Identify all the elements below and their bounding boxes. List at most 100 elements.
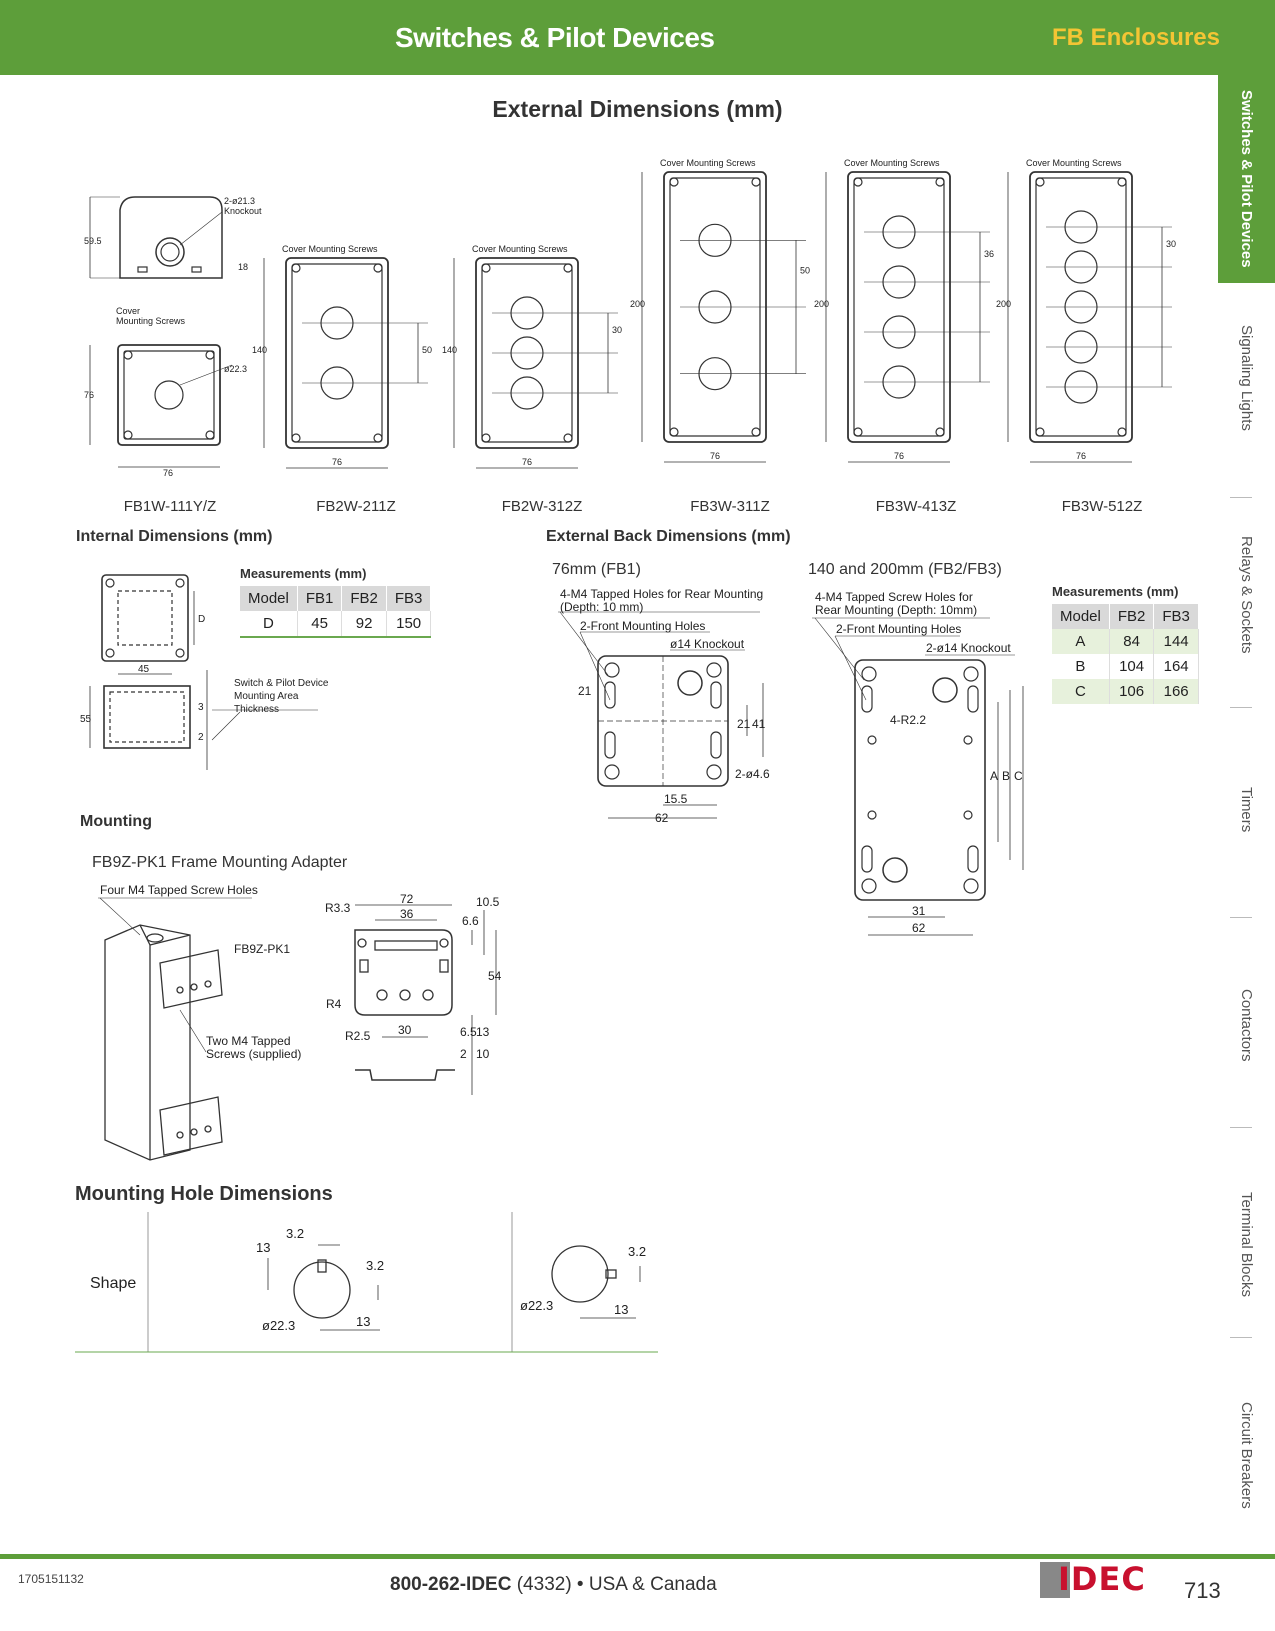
hole-dim-13a: 13 (256, 1240, 270, 1255)
table-cell: 104 (1109, 654, 1155, 679)
sidebar-item-circuit-breakers[interactable]: Circuit Breakers (1218, 1365, 1275, 1545)
height-label: 200 (996, 299, 1011, 309)
note-line-1: Switch & Pilot Device (234, 678, 329, 689)
fb23-subtitle: 140 and 200mm (FB2/FB3) (808, 561, 1002, 578)
external-dimensions-title: External Dimensions (mm) (492, 96, 783, 122)
table-header: FB2 (1109, 604, 1155, 629)
fb1-label-3: 2-Front Mounting Holes (580, 619, 705, 633)
note-line-3: Thickness (234, 704, 279, 715)
adapter-dim-r4: R4 (326, 997, 342, 1011)
sidebar-item-relays[interactable]: Relays & Sockets (1218, 505, 1275, 685)
internal-depth-label: D (198, 614, 205, 625)
phone-suffix: (4332) • USA & Canada (511, 1574, 717, 1595)
mounting-label-1: Four M4 Tapped Screw Holes (100, 883, 258, 897)
mounting-screws-label: Mounting Screws (116, 316, 186, 326)
fb1-subtitle: 76mm (FB1) (552, 561, 641, 578)
fb1-dim-21: 21 (578, 684, 592, 698)
knockout-label-2: Knockout (224, 206, 262, 216)
cover-screw-icon (1117, 177, 1127, 187)
table-header: Model (1052, 604, 1110, 629)
header-subtitle: FB Enclosures (1051, 24, 1220, 51)
hole-dim-32c: 3.2 (628, 1244, 646, 1259)
model-caption: FB3W-311Z (690, 498, 770, 515)
table-cell: D (240, 611, 298, 637)
cover-screw-icon (481, 433, 491, 443)
table-row: B 104 164 (1052, 654, 1199, 679)
page-number: 713 (1184, 1578, 1221, 1603)
fb1-dim-15-5: 15.5 (664, 792, 688, 806)
table-cell: 150 (386, 611, 432, 637)
fb23-dim-r: 4-R2.2 (890, 713, 926, 727)
fb1-dim-hole: 2-ø4.6 (735, 767, 770, 781)
height-59-label: 59.5 (84, 236, 102, 246)
internal-dimensions-title: Internal Dimensions (mm) (76, 528, 273, 545)
fb1-label-4: ø14 Knockout (670, 637, 745, 651)
width-76-label: 76 (163, 468, 173, 478)
table-row: C 106 166 (1052, 679, 1199, 704)
mounting-label-2: FB9Z-PK1 (234, 942, 290, 956)
cover-screws-label: Cover Mounting Screws (1026, 158, 1122, 168)
table-header: FB3 (386, 586, 432, 611)
adapter-dim-105: 10.5 (476, 895, 500, 909)
cover-screw-icon (563, 433, 573, 443)
height-18-label: 18 (238, 262, 248, 272)
table-header-row: Model FB2 FB3 (1052, 604, 1199, 629)
back-dimensions-drawings: 4-M4 Tapped Holes for Rear Mounting (Dep… (558, 587, 1024, 936)
height-label: 200 (814, 299, 829, 309)
height-label: 200 (630, 299, 645, 309)
cover-screw-icon (751, 427, 761, 437)
hole-dim-32b: 3.2 (366, 1258, 384, 1273)
fb23-dim-a: A (990, 769, 998, 783)
cover-screw-icon (373, 263, 383, 273)
sidebar-item-terminal-blocks[interactable]: Terminal Blocks (1218, 1155, 1275, 1335)
sidebar-item-signaling-lights[interactable]: Signaling Lights (1218, 313, 1275, 443)
adapter-dim-36: 36 (400, 907, 414, 921)
cover-screw-icon (373, 433, 383, 443)
cover-screw-icon (751, 177, 761, 187)
fb23-dim-31: 31 (912, 904, 926, 918)
mounting-title: Mounting (80, 813, 152, 830)
width-label: 76 (710, 451, 720, 461)
sidebar-item-timers[interactable]: Timers (1218, 735, 1275, 885)
sidebar-divider (1230, 917, 1252, 918)
fb1-dim-62: 62 (655, 811, 669, 825)
sidebar-item-label: Timers (1238, 787, 1255, 833)
hole-dim-13c: 13 (614, 1302, 628, 1317)
document-code: 1705151132 (18, 1572, 84, 1586)
cover-screws-label: Cover Mounting Screws (282, 244, 378, 254)
table-cell: 164 (1153, 654, 1199, 679)
internal-measurements-title: Measurements (mm) (240, 566, 367, 581)
page-header: Switches & Pilot Devices FB Enclosures (0, 0, 1275, 75)
adapter-dim-72: 72 (400, 892, 414, 906)
back-measurements-title: Measurements (mm) (1052, 584, 1179, 599)
adapter-dim-r25: R2.5 (345, 1029, 371, 1043)
height-76-label: 76 (84, 390, 94, 400)
fb23-label-1: 4-M4 Tapped Screw Holes for (815, 590, 973, 604)
model-caption: FB1W-111Y/Z (123, 498, 217, 515)
width-label: 76 (1076, 451, 1086, 461)
shape-label: Shape (90, 1275, 136, 1292)
fb23-label-3: 2-Front Mounting Holes (836, 622, 961, 636)
table-cell: 84 (1109, 629, 1155, 654)
table-cell: A (1052, 629, 1110, 654)
sidebar-item-contactors[interactable]: Contactors (1218, 945, 1275, 1105)
fb1-label-2: (Depth: 10 mm) (560, 600, 643, 614)
model-caption: FB2W-211Z (316, 498, 396, 515)
fb23-dim-c: C (1014, 769, 1023, 783)
phone-number: 800-262-IDEC (390, 1574, 512, 1595)
sidebar-item-switches[interactable]: Switches & Pilot Devices (1218, 75, 1275, 283)
sidebar-divider (1230, 1127, 1252, 1128)
table-cell: C (1052, 679, 1110, 704)
idec-logo: IDEC (1040, 1560, 1152, 1598)
height-label: 140 (442, 345, 457, 355)
table-header: Model (240, 586, 298, 611)
pitch-label: 50 (422, 345, 432, 355)
table-cell: 106 (1109, 679, 1155, 704)
table-header: FB1 (297, 586, 343, 611)
thickness-2-label: 2 (198, 732, 204, 743)
sidebar-item-label: Signaling Lights (1238, 325, 1255, 431)
cover-screw-icon (935, 177, 945, 187)
table-cell: 92 (341, 611, 387, 637)
adapter-dim-65: 6.5 (460, 1025, 477, 1039)
